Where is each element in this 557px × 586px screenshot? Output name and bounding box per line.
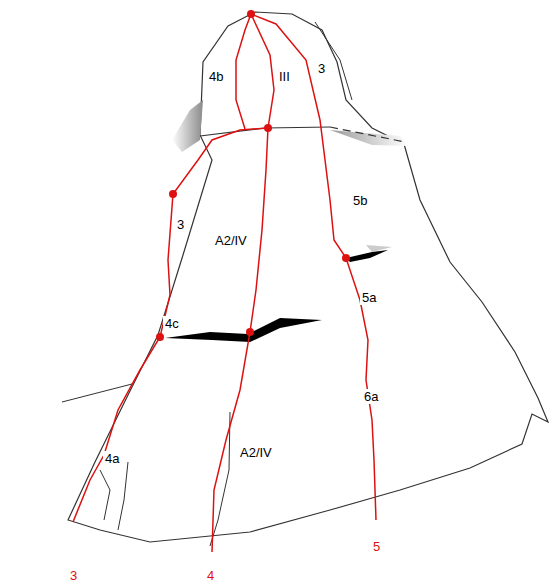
route-number: 5 [371,539,382,554]
route-number: 4 [205,568,216,583]
route-number: 3 [68,568,79,583]
grade-label: 6a [362,389,380,404]
grade-label: 4a [103,451,121,466]
grade-label: III [277,69,292,84]
grade-label: A2/IV [238,445,274,460]
route-lines [73,14,376,552]
grade-label: 4c [163,316,181,331]
grade-label: 3 [175,217,186,232]
grade-label: 3 [316,61,327,76]
grade-label: A2/IV [213,233,249,248]
grade-label: 5b [351,193,369,208]
grade-label: 4b [207,69,225,84]
grade-label: 5a [360,290,378,305]
